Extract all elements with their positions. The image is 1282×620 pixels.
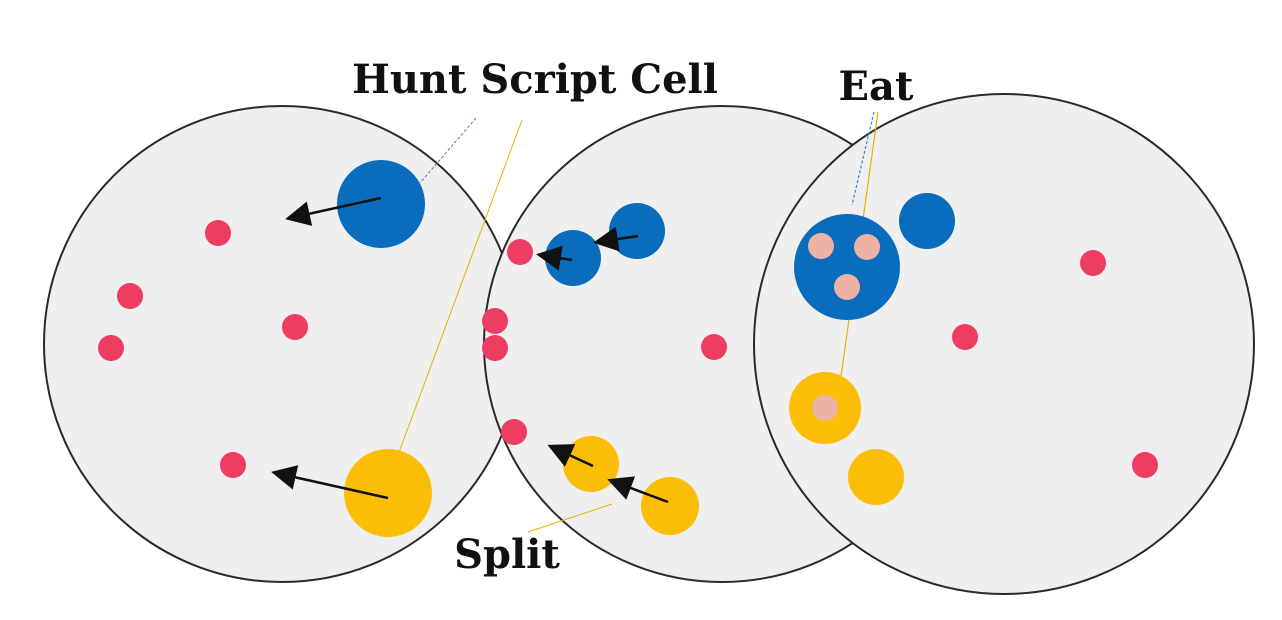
leader-hunt-yellow (397, 119, 523, 456)
blue-cell (609, 203, 665, 259)
eaten-pellet (854, 234, 880, 260)
pellet (1080, 250, 1106, 276)
pellet (205, 220, 231, 246)
movement-arrow (536, 245, 573, 271)
movement-arrow (271, 465, 389, 500)
pellet (507, 239, 533, 265)
pellet (282, 314, 308, 340)
pellet (701, 334, 727, 360)
label-eat: Eat (839, 63, 914, 110)
pellet (98, 335, 124, 361)
pellet (220, 452, 246, 478)
blue-cell-eating (794, 214, 900, 320)
movement-arrow (607, 476, 669, 504)
eaten-pellet (808, 233, 834, 259)
pellet (482, 335, 508, 361)
pellet (952, 324, 978, 350)
leader-hunt-blue (419, 117, 477, 184)
movement-arrow (593, 226, 639, 252)
blue-cell (337, 160, 425, 248)
pellet (501, 419, 527, 445)
label-hunt-script-cell: Hunt Script Cell (352, 56, 718, 103)
movement-arrow (547, 444, 594, 468)
yellow-cell (848, 449, 904, 505)
eaten-pellet (834, 274, 860, 300)
pellet (1132, 452, 1158, 478)
arena-eat (753, 93, 1255, 595)
pellet (482, 308, 508, 334)
label-split: Split (454, 531, 560, 578)
movement-arrow (285, 196, 382, 226)
blue-cell (899, 193, 955, 249)
eaten-pellet (812, 395, 838, 421)
leader-eat-blue (851, 111, 875, 206)
yellow-cell (344, 449, 432, 537)
pellet (117, 283, 143, 309)
leader-split (527, 503, 613, 533)
yellow-cell (641, 477, 699, 535)
blue-cell (545, 230, 601, 286)
